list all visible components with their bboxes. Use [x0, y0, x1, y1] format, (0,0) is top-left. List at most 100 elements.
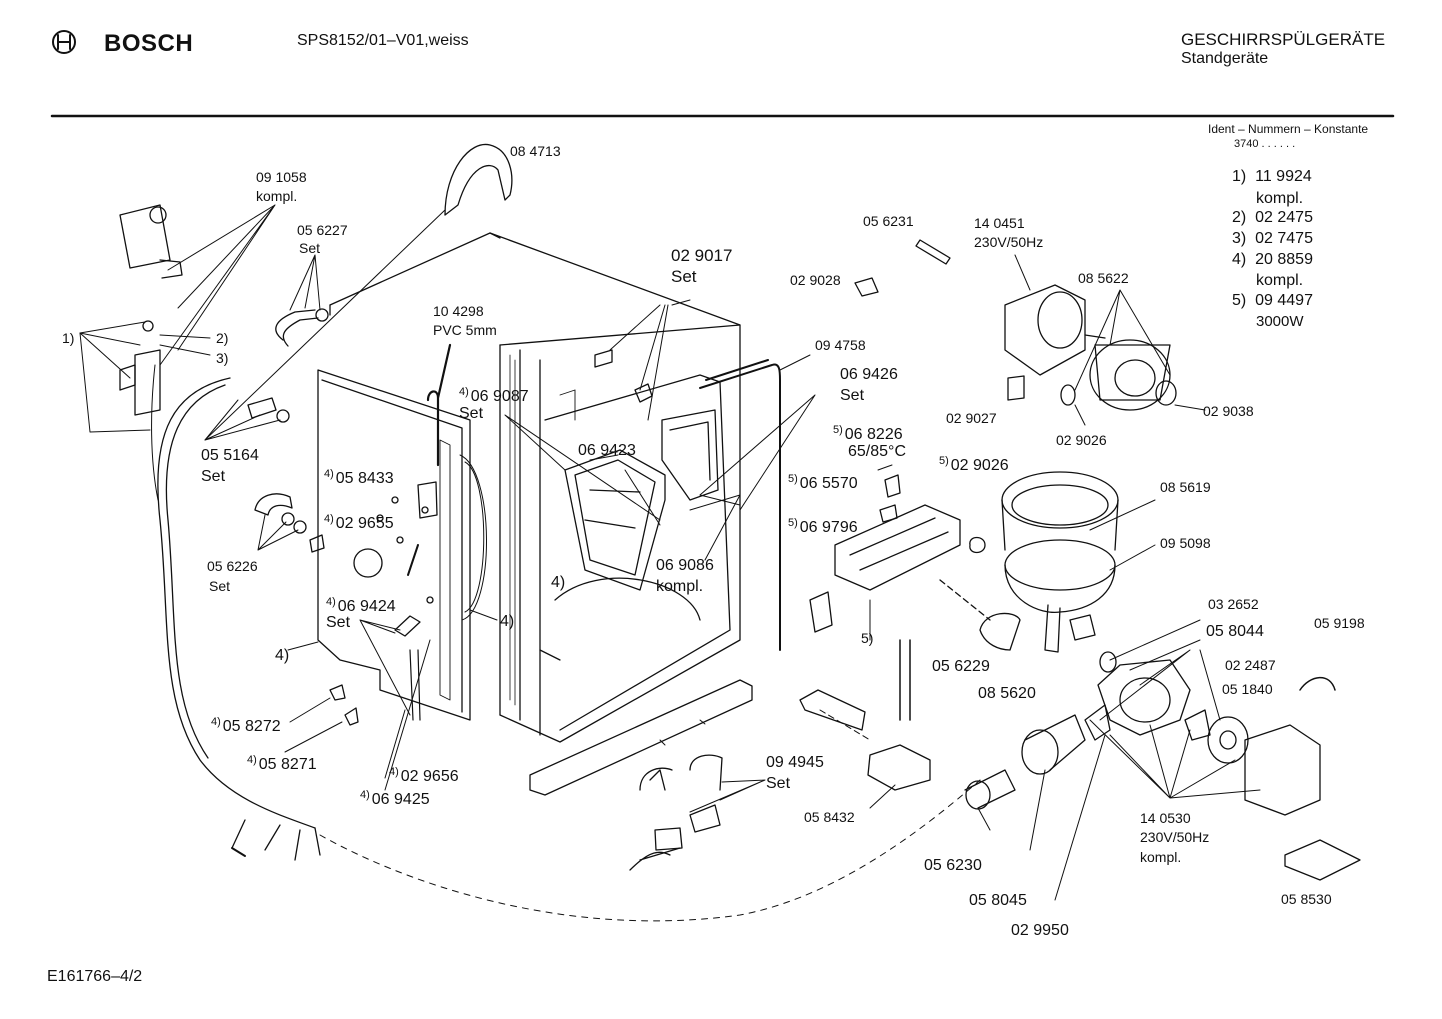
- part-label: 05 8432: [804, 809, 855, 825]
- part-number: 06 8226: [844, 426, 903, 443]
- note-marker: 4): [459, 386, 469, 398]
- legend-item: 4) 20 8859: [1232, 250, 1313, 269]
- part-label: 09 4758: [815, 337, 866, 353]
- note-marker: 4): [500, 613, 515, 630]
- leader-lines-valve: [79, 204, 276, 433]
- part-label: 4)06 9424: [326, 593, 396, 616]
- drain-pump-chain: [964, 619, 1361, 901]
- part-label: 05 6231: [863, 213, 914, 229]
- legend-item: 2) 02 2475: [1232, 208, 1313, 227]
- note-marker: 5): [788, 473, 798, 485]
- part-label: 06 9086: [656, 557, 714, 574]
- part-label: 08 5622: [1078, 270, 1129, 286]
- part-label: 02 9026: [1056, 432, 1107, 448]
- note-marker: 4): [211, 716, 221, 728]
- part-number: 06 5570: [799, 475, 858, 492]
- dispenser: [661, 409, 741, 506]
- legend-extra: kompl.: [1256, 272, 1304, 289]
- part-label: 02 9017: [671, 246, 733, 265]
- part-label: 09 4945: [766, 754, 824, 771]
- part-label: 09 5098: [1160, 535, 1211, 551]
- part-label: 10 4298: [433, 303, 484, 319]
- legend-key: 5): [1232, 292, 1247, 309]
- note-marker: 4): [551, 574, 566, 591]
- valve-part: [119, 204, 183, 416]
- pvc-tube: [426, 343, 452, 467]
- part-label: 4)02 9656: [389, 763, 459, 786]
- legend-extra: kompl.: [1256, 190, 1304, 207]
- pressure-switch: [799, 639, 931, 809]
- legend-value: 02 2475: [1255, 209, 1313, 226]
- plinth: [529, 679, 753, 796]
- handle-part: [444, 143, 513, 216]
- part-label: 5)06 5570: [788, 470, 858, 493]
- part-label: 08 4713: [510, 143, 561, 159]
- part-label: 08 5620: [978, 685, 1036, 702]
- legend-item: 5) 09 4497: [1232, 291, 1313, 310]
- ident-title: Ident – Nummern – Konstante: [1208, 122, 1369, 136]
- part-note: Set: [209, 578, 231, 594]
- part-label: 14 0451: [974, 215, 1025, 231]
- part-number: 02 9656: [400, 768, 459, 785]
- part-label: 4)05 8433: [324, 465, 394, 488]
- note-marker: 4): [275, 647, 290, 664]
- comp-069424: [394, 615, 421, 637]
- note-marker: 1): [62, 330, 75, 346]
- part-label: 02 9038: [1203, 403, 1254, 419]
- legend-value: 20 8859: [1255, 251, 1313, 268]
- part-label: 05 6230: [924, 857, 982, 874]
- note-marker: 4): [247, 754, 257, 766]
- part-number: 05 8271: [258, 756, 317, 773]
- motor-140451: [1004, 254, 1106, 376]
- part-label: 5)02 9026: [939, 452, 1009, 475]
- part-number: 06 9425: [371, 791, 430, 808]
- note-marker: 4): [326, 596, 336, 608]
- part-number: 02 9655: [335, 515, 394, 532]
- part-label: 05 8044: [1206, 623, 1264, 640]
- category-subtitle: Standgeräte: [1181, 50, 1269, 67]
- note-marker: 4): [389, 766, 399, 778]
- cable-set: [629, 754, 766, 871]
- part-note: Set: [840, 387, 865, 404]
- part-note: kompl.: [1140, 849, 1182, 865]
- door-frame-069423: [504, 414, 666, 591]
- bosch-logo-icon: [52, 30, 76, 54]
- part-label: 03 2652: [1208, 596, 1259, 612]
- gasket-094758: [699, 359, 781, 651]
- part-number: 06 9087: [470, 388, 529, 405]
- part-label: 4)05 8272: [211, 713, 281, 736]
- part-label: 02 9950: [1011, 922, 1069, 939]
- part-label: 09 1058: [256, 169, 307, 185]
- part-number: 02 9026: [950, 457, 1009, 474]
- part-label: 05 1840: [1222, 681, 1273, 697]
- part-note: Set: [671, 267, 697, 286]
- heater-assembly: [809, 474, 991, 641]
- legend-item: 3) 02 7475: [1232, 229, 1313, 248]
- part-note: Set: [201, 468, 226, 485]
- part-number: 06 9424: [337, 598, 396, 615]
- hose-5-5164: [204, 209, 446, 441]
- brand-name: BOSCH: [104, 30, 194, 57]
- part-note: Set: [299, 240, 321, 256]
- legend-extra: 3000W: [1256, 313, 1304, 330]
- ident-constant: 3740 . . . . . .: [1234, 138, 1296, 150]
- part-056231: [915, 239, 951, 265]
- part-note: PVC 5mm: [433, 322, 497, 338]
- part-label: 08 5619: [1160, 479, 1211, 495]
- note-marker: 3): [216, 350, 229, 366]
- part-label: 05 8530: [1281, 891, 1332, 907]
- legend-key: 1): [1232, 168, 1247, 185]
- model-number: SPS8152/01–V01,weiss: [297, 32, 469, 49]
- note-marker: 5): [861, 630, 874, 646]
- part-label: 5)06 9796: [788, 514, 858, 537]
- legend-value: 11 9924: [1255, 168, 1312, 185]
- part-label: 02 9027: [946, 410, 997, 426]
- part-label: 14 0530: [1140, 810, 1191, 826]
- part-label: 05 9198: [1314, 615, 1365, 631]
- note-marker: 5): [788, 517, 798, 529]
- part-label: 05 8045: [969, 892, 1027, 909]
- sump-assembly: [1001, 471, 1156, 653]
- part-label: 06 9426: [840, 366, 898, 383]
- note-marker: 5): [833, 424, 843, 436]
